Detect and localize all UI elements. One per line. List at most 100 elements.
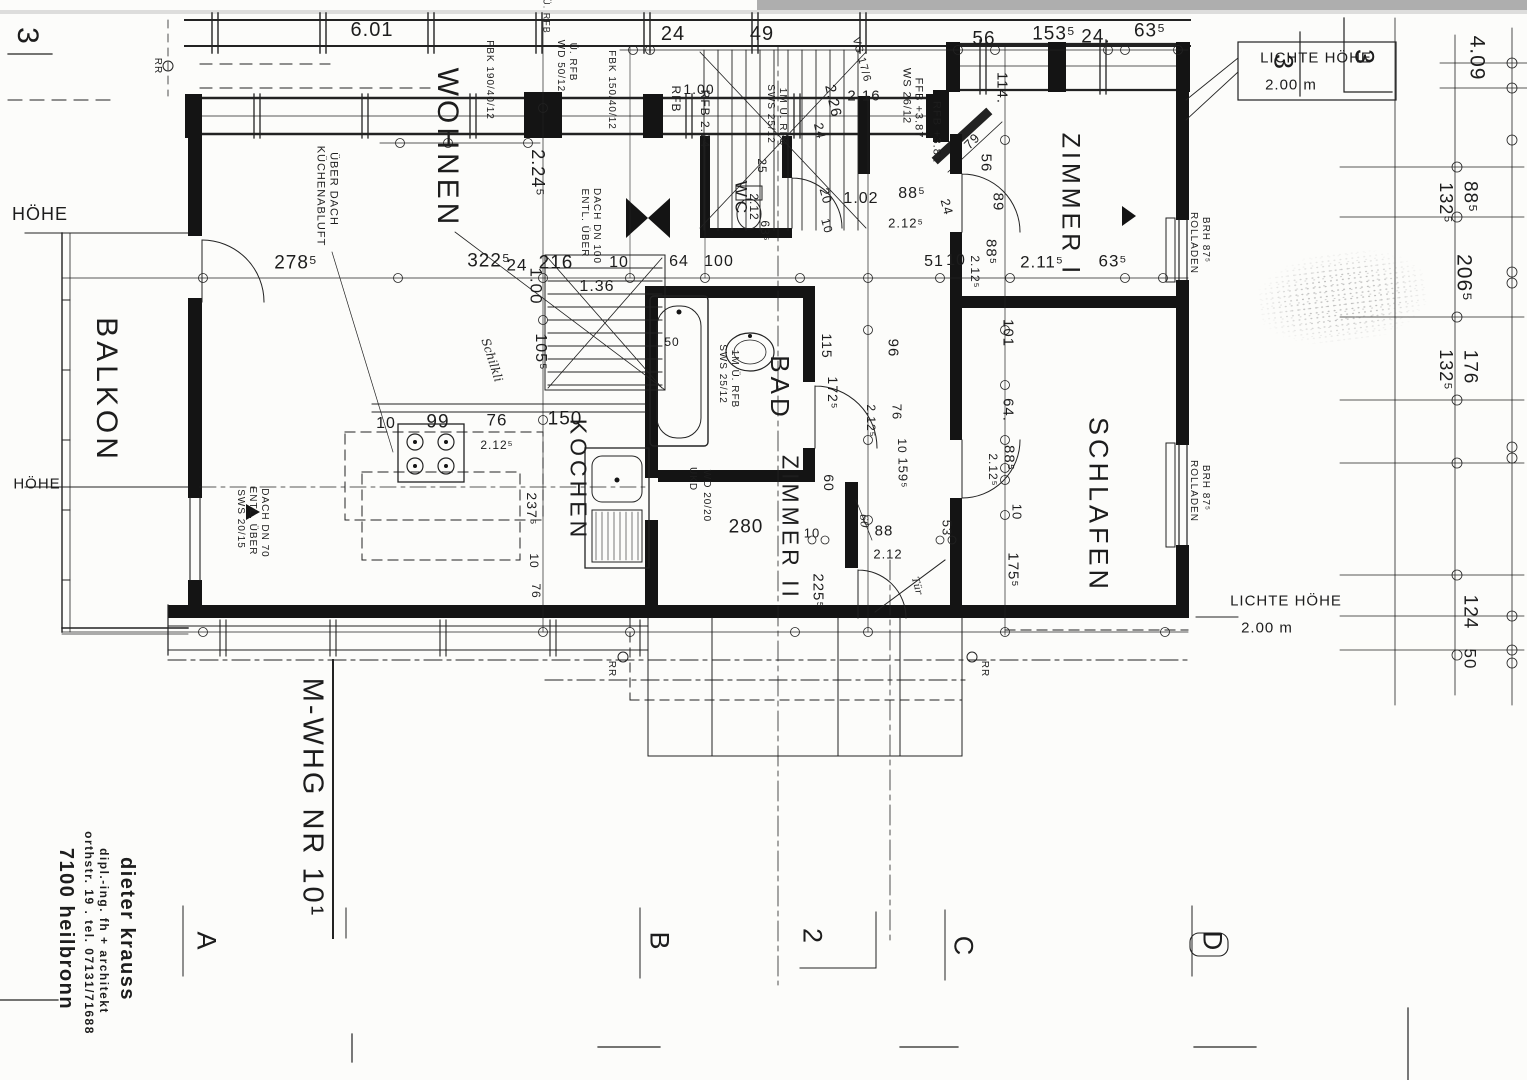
architect-address: orthstr. 19 . tel. 07131/71688	[82, 831, 96, 1035]
dim-56-101: 56	[977, 153, 995, 173]
dim-ffb387-50: FFB +3.87	[912, 77, 925, 139]
dim-20-86: 20	[816, 186, 836, 206]
misc-dashes	[199, 54, 1189, 613]
dim-50-138: 50	[1460, 648, 1480, 670]
dim-278-70: 278⁵	[274, 252, 318, 274]
dim-berdach-31: ÜBER DACH	[327, 152, 340, 226]
dim-175-109: 175⁵	[1004, 552, 1022, 588]
dim-rolladen-55: ROLLADEN	[1188, 212, 1199, 274]
architect-role: dipl.-ing. fh + architekt	[97, 848, 111, 1014]
room-kochen: KOCHEN	[565, 418, 592, 542]
dim-105-99: 105⁵	[532, 333, 549, 371]
dim-88-83: 88⁵	[898, 185, 926, 202]
right-margin-dimensions	[1339, 17, 1527, 706]
dim-sws2512-44: SWS 25/12	[717, 344, 728, 404]
dim-10-95: 10	[376, 415, 396, 432]
dim-124-137: 124	[1459, 594, 1481, 630]
sheet-marks	[0, 17, 1409, 1080]
scan-edge-band	[0, 0, 1527, 14]
note-rr-1: RR	[152, 57, 163, 75]
dim-10-127: 10	[803, 525, 821, 541]
dim-10-125: 10	[527, 553, 541, 569]
bathtub-icon	[649, 295, 709, 447]
dim-88-133: 88⁵	[1459, 180, 1481, 214]
dim-wd5012-37: WD 50/12	[555, 39, 566, 93]
dim-49-65: 49	[749, 23, 775, 45]
dim-99-92: 99	[426, 411, 450, 433]
room-wohnen: WOHNEN	[431, 67, 464, 229]
dim-211-79: 2.11⁵	[1020, 252, 1064, 272]
dim-88-103: 88⁵	[982, 239, 1000, 265]
dim-63-80: 63⁵	[1098, 251, 1128, 271]
dim-102-82: 1.02	[843, 190, 879, 207]
note-200m-bottom: 2.00 m	[1241, 619, 1293, 637]
west-wall	[188, 96, 265, 618]
dim-89-102: 89	[989, 192, 1007, 212]
note-rr-2: RR	[606, 660, 617, 678]
dim-fbk1904012-40: FBK 190/40/12	[484, 40, 495, 120]
dim-409-131: 4.09	[1465, 35, 1489, 81]
dim-60-118: 60	[821, 474, 837, 492]
stair-lower	[454, 231, 666, 391]
dim-76-114: 76	[889, 403, 905, 421]
dim-10-116: 10	[895, 438, 909, 454]
dim-88-128: 88	[874, 522, 894, 540]
grid-c: C	[948, 935, 979, 957]
rr-markers	[162, 19, 978, 663]
dim-rolladen-57: ROLLADEN	[1188, 460, 1199, 522]
dim-24-90: 24	[810, 121, 830, 141]
dim-25-121: 25	[755, 158, 769, 174]
kitchen-fixtures	[199, 251, 650, 569]
dim-76-126: 76	[529, 583, 543, 599]
lichte-hoehe-callout	[1185, 41, 1397, 618]
architect-name: dieter krauss	[116, 856, 138, 1002]
south-wall	[167, 604, 1189, 681]
handwriting-3: 60	[856, 513, 872, 529]
dim-rfb-38: Ü. RFB	[567, 42, 578, 82]
dim-24-72: 24	[506, 255, 528, 275]
dim-brh87-58: BRH 87⁵	[1200, 464, 1211, 512]
note-hoehe-1: HÖHE	[11, 204, 69, 224]
dim-sws2512-42: SWS 25/12	[765, 84, 776, 144]
dim-24-64: 24	[660, 23, 686, 45]
dim-63-123: 63⁵	[758, 220, 772, 242]
dim-216-73: 216	[538, 252, 574, 274]
room-zimmer-2: ZIMMER II	[777, 455, 804, 601]
note-rr-3: RR	[979, 660, 990, 678]
dim-216-89: 2.16	[847, 87, 881, 105]
dim-100-53: 1.00	[683, 81, 715, 97]
note-hoehe-2: HÖHE	[13, 475, 61, 493]
dim-212-96: 2.12⁵	[480, 438, 514, 452]
note-lichte-hoehe-bottom: LICHTE HÖHE	[1230, 592, 1342, 610]
balcony	[24, 232, 189, 635]
dim-fbk1504012-39: FBK 150/40/12	[606, 50, 617, 130]
dimension-chains	[61, 19, 1189, 986]
dim-24-85: 24	[937, 197, 957, 217]
room-bad: BAD	[765, 355, 795, 421]
dim-212-110: 2.12⁵	[968, 255, 982, 289]
dim-172-112: 172⁵	[825, 376, 841, 410]
dim-212-129: 2.12	[873, 546, 903, 562]
architect-city: 7100 heilbronn	[55, 847, 77, 1011]
dim-115-111: 115	[819, 333, 835, 359]
dim-56-66: 56	[972, 28, 996, 50]
dim-rfb-41: Ü. RFB	[541, 0, 552, 34]
dim-101-104: 101	[999, 318, 1017, 348]
dim-entlber-35: ENTL. ÜBER	[579, 188, 590, 258]
dim-226-88: 2.26	[821, 82, 845, 120]
dim-159-117: 159⁵	[895, 457, 911, 489]
grid-b: B	[644, 931, 675, 951]
room-balkon: BALKON	[90, 317, 123, 463]
washbasin-icon	[725, 332, 775, 372]
dim-322-71: 322⁵	[467, 250, 511, 272]
dim-280-91: 280	[728, 516, 764, 538]
dim-wd2020-46: WD 20/20	[701, 469, 712, 523]
toilet-icon	[735, 185, 763, 230]
dim-sws2015-32: SWS 20/15	[235, 489, 246, 549]
dim-1mrfb-45: 1M Ü. RFB	[729, 349, 740, 409]
dim-212-84: 2.12⁵	[888, 215, 924, 231]
dim-150-94: 150	[547, 408, 583, 430]
dim-64-75: 64	[669, 253, 689, 270]
